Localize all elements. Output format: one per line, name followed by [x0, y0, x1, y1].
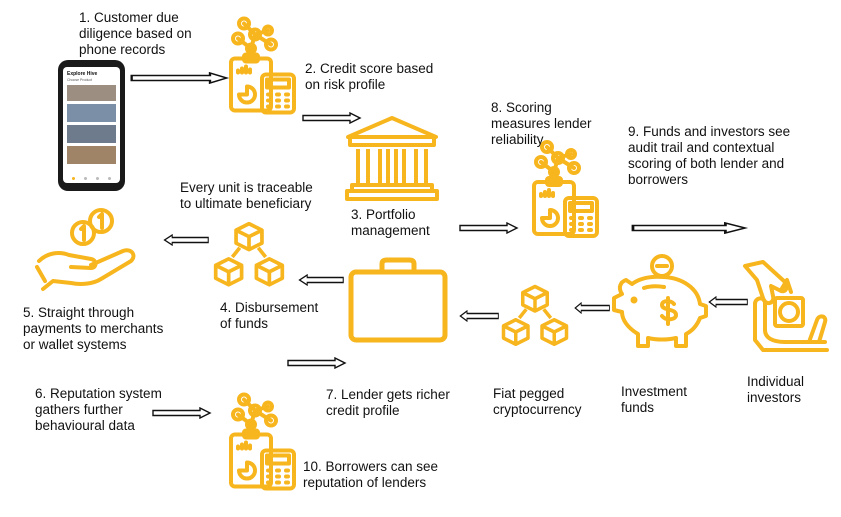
- step10-label: 10. Borrowers can see reputation of lend…: [303, 459, 439, 490]
- phone-header: Explore Hive: [67, 71, 98, 77]
- hand-coins-icon: [35, 208, 136, 291]
- phone-screen: Explore Hive Choose Product: [63, 67, 120, 183]
- arrow-icon: [298, 274, 344, 286]
- blockchain-icon: [212, 220, 286, 294]
- credit-score-icon: [222, 378, 302, 503]
- step4-label: 4. Disbursement of funds: [220, 300, 319, 331]
- briefcase-icon: [348, 257, 448, 343]
- smartphone-icon: Explore Hive Choose Product: [58, 60, 125, 191]
- arrow-icon: [459, 310, 499, 322]
- arrow-icon: [163, 234, 209, 246]
- phone-tile: [67, 125, 116, 143]
- step2-label: 2. Credit score based on risk profile: [305, 61, 434, 92]
- arrow-icon: [130, 72, 230, 84]
- arrow-icon: [287, 357, 347, 369]
- investment-funds-label: Investment funds: [621, 384, 688, 415]
- fiat-label: Fiat pegged cryptocurrency: [493, 386, 582, 417]
- individual-investors-label: Individual investors: [747, 374, 805, 405]
- traceable-label: Every unit is traceable to ultimate bene…: [180, 180, 313, 211]
- step7-label: 7. Lender gets richer credit profile: [326, 387, 450, 418]
- arrow-icon: [708, 296, 748, 308]
- step8-label: 8. Scoring measures lender reliability: [491, 100, 592, 147]
- arrow-icon: [574, 302, 610, 314]
- step6-label: 6. Reputation system gathers further beh…: [35, 386, 162, 433]
- arrow-icon: [302, 112, 362, 124]
- credit-score-icon: [222, 2, 302, 127]
- step3-label: 3. Portfolio management: [351, 207, 430, 238]
- phone-tile: [67, 85, 116, 101]
- step1-label: 1. Customer due diligence based on phone…: [79, 10, 192, 57]
- phone-tile: [67, 146, 116, 164]
- step9-label: 9. Funds and investors see audit trail a…: [628, 124, 791, 187]
- bank-icon: [345, 116, 439, 201]
- phone-tab-bar: [67, 177, 116, 181]
- blockchain-icon: [500, 283, 570, 353]
- piggy-bank-icon: [612, 254, 708, 348]
- step5-label: 5. Straight through payments to merchant…: [23, 305, 164, 352]
- phone-tile: [67, 104, 116, 122]
- arrow-icon: [631, 222, 749, 234]
- investor-hand-icon: [743, 260, 829, 352]
- arrow-icon: [459, 222, 519, 234]
- phone-subheader: Choose Product: [67, 78, 93, 82]
